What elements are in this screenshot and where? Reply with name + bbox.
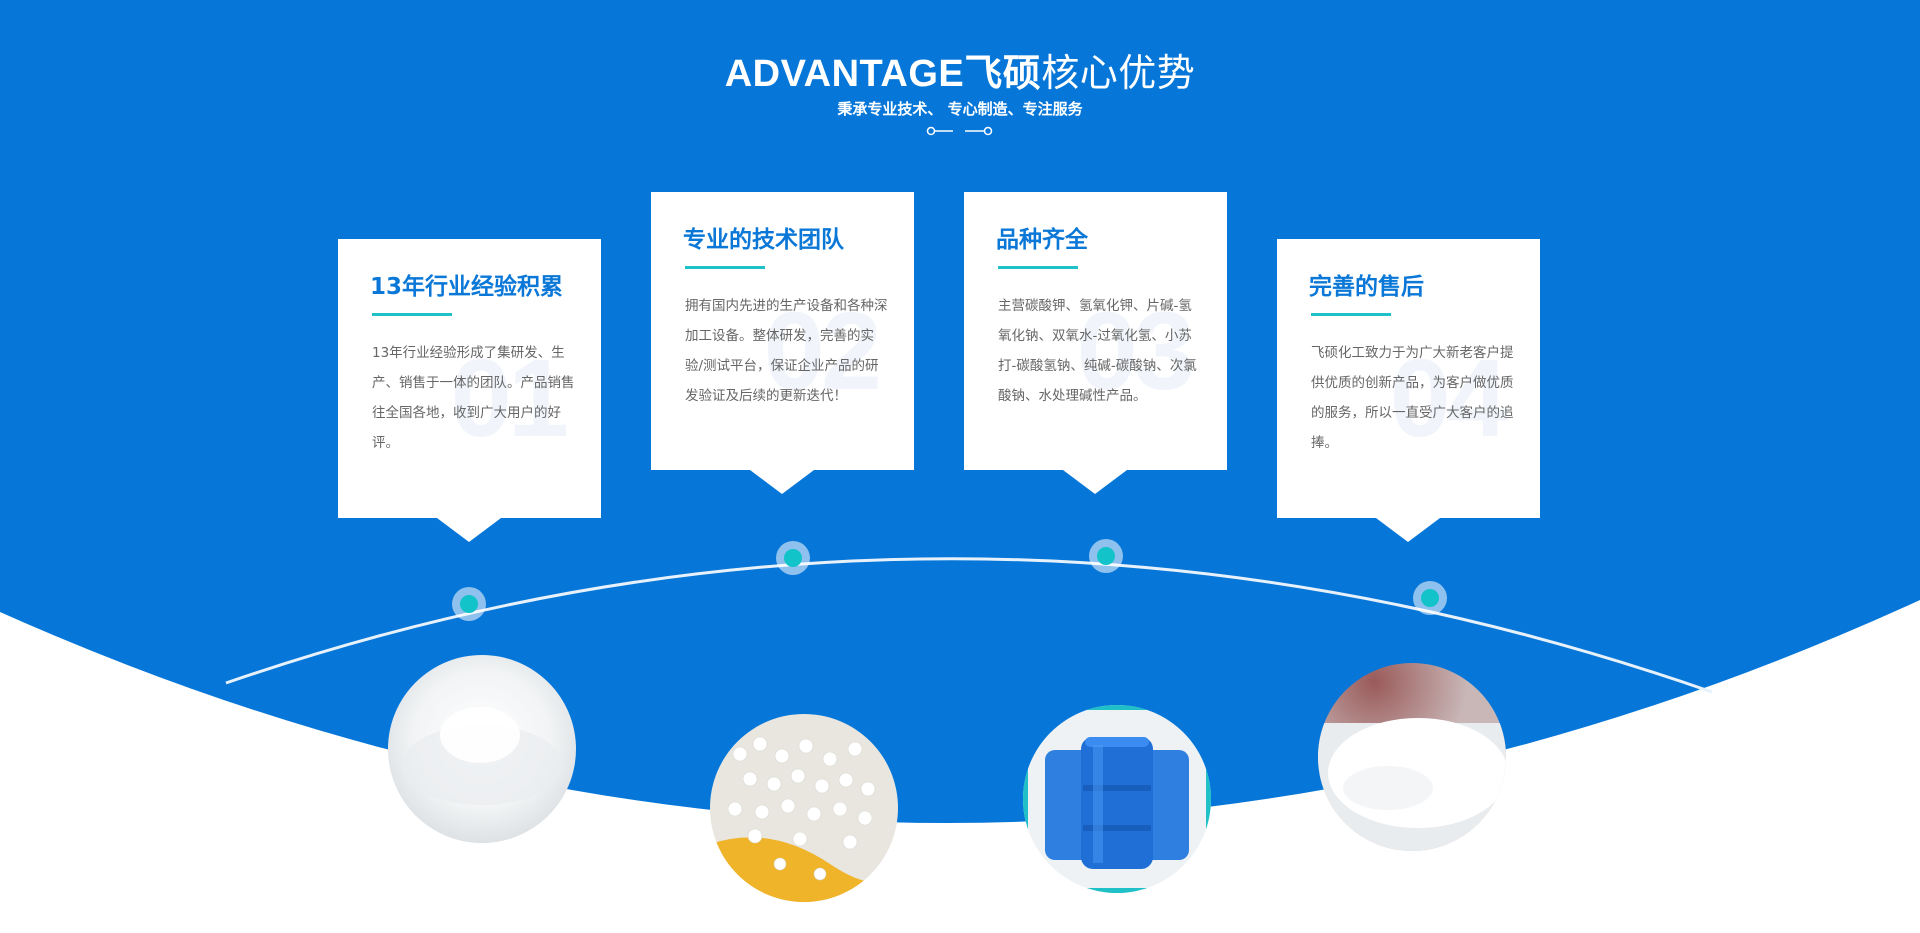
- advantage-card-3: 03 品种齐全 主营碳酸钾、氢氧化钾、片碱-氢氧化钠、双氧水-过氧化氢、小苏打-…: [964, 192, 1227, 494]
- card-text: 13年行业经验形成了集研发、生产、销售于一体的团队。产品销售往全国各地，收到广大…: [372, 345, 575, 451]
- card-pointer: [750, 470, 814, 494]
- advantage-card-4: 04 完善的售后 飞硕化工致力于为广大新老客户提供优质的创新产品，为客户做优质的…: [1277, 239, 1540, 542]
- card-underline: [685, 266, 765, 269]
- card-text: 飞硕化工致力于为广大新老客户提供优质的创新产品，为客户做优质的服务，所以一直受广…: [1311, 345, 1514, 451]
- section-subtitle: 秉承专业技术、 专心制造、专注服务: [837, 100, 1083, 118]
- timeline-dot-2: [776, 541, 810, 575]
- timeline-dot-1: [452, 587, 486, 621]
- product-photo-crystal-powder: [1318, 663, 1506, 851]
- card-number: 04: [1389, 337, 1508, 460]
- card-title: 完善的售后: [1309, 274, 1424, 300]
- timeline-dot-3: [1089, 539, 1123, 573]
- section-title-light: 核心优势: [1041, 51, 1196, 95]
- timeline-arc: [225, 557, 1713, 694]
- card-number: 03: [1076, 290, 1195, 413]
- product-photo-white-pellets: [710, 714, 898, 902]
- card-title: 品种齐全: [996, 227, 1088, 253]
- section-title-strong: ADVANTAGE飞硕: [724, 53, 1042, 95]
- card-number: 02: [763, 290, 882, 413]
- advantage-card-1: 01 13年行业经验积累 13年行业经验形成了集研发、生产、销售于一体的团队。产…: [338, 239, 601, 542]
- card-title: 专业的技术团队: [683, 227, 844, 253]
- card-text: 拥有国内先进的生产设备和各种深加工设备。整体研发，完善的实验/测试平台，保证企业…: [685, 298, 888, 404]
- card-underline: [372, 313, 452, 316]
- advantage-card-2: 02 专业的技术团队 拥有国内先进的生产设备和各种深加工设备。整体研发，完善的实…: [651, 192, 914, 494]
- product-photo-blue-barrels: [1023, 705, 1211, 893]
- card-text: 主营碳酸钾、氢氧化钾、片碱-氢氧化钠、双氧水-过氧化氢、小苏打-碳酸氢钠、纯碱-…: [998, 298, 1197, 404]
- card-underline: [1311, 313, 1391, 316]
- card-underline: [998, 266, 1078, 269]
- title-divider-icon: [926, 126, 993, 136]
- card-pointer: [1063, 470, 1127, 494]
- card-number: 01: [450, 337, 569, 460]
- card-pointer: [1376, 518, 1440, 542]
- timeline-dot-4: [1413, 581, 1447, 615]
- card-title: 13年行业经验积累: [370, 274, 564, 300]
- card-pointer: [437, 518, 501, 542]
- section-title: ADVANTAGE飞硕核心优势: [0, 42, 1920, 97]
- product-photo-white-powder: [388, 655, 576, 843]
